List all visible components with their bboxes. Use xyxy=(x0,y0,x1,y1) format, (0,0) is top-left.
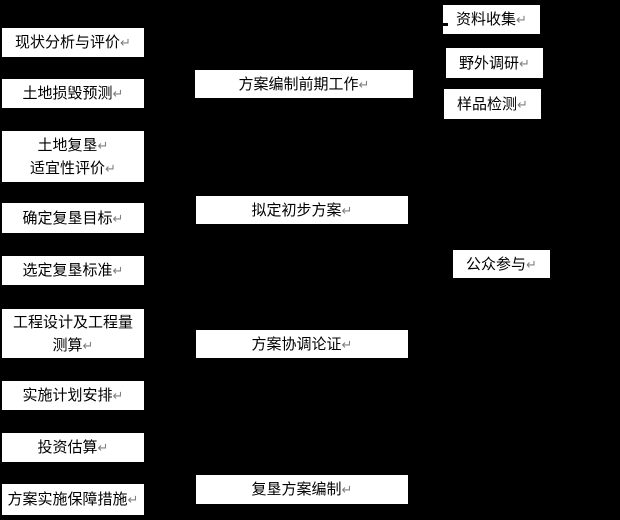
flow-box-data-collection: 资料收集↵ xyxy=(443,5,540,34)
flow-box-select-reclamation-standards: 选定复垦标准↵ xyxy=(2,256,144,285)
box-label: 方案编制前期工作 xyxy=(238,75,359,93)
box-label: 样品检测 xyxy=(457,95,518,113)
box-label: 野外调研 xyxy=(459,54,520,72)
box-label: 资料收集 xyxy=(456,11,517,28)
paragraph-return-mark: ↵ xyxy=(105,160,116,176)
paragraph-return-mark: ↵ xyxy=(519,55,530,71)
box-label: 公众参与 xyxy=(466,255,527,273)
box-label: 复垦方案编制 xyxy=(251,481,342,498)
box-label: 测算 xyxy=(52,336,83,354)
paragraph-return-mark: ↵ xyxy=(127,492,139,507)
flow-box-reclamation-suitability-evaluation: 土地复垦↵ 适宜性评价↵ xyxy=(2,131,144,182)
box-label: 适宜性评价 xyxy=(30,159,106,177)
paragraph-return-mark: ↵ xyxy=(112,210,124,226)
paragraph-return-mark: ↵ xyxy=(516,12,527,27)
flow-box-reclamation-plan-compilation: 复垦方案编制↵ xyxy=(196,475,408,504)
box-label: 土地复垦 xyxy=(37,136,98,154)
flow-box-determine-reclamation-goals: 确定复垦目标↵ xyxy=(2,203,144,233)
box-label: 现状分析与评价 xyxy=(15,34,121,51)
paragraph-return-mark: ↵ xyxy=(120,35,131,50)
box-label: 实施计划安排 xyxy=(22,387,113,404)
flow-box-implementation-guarantee-measures: 方案实施保障措施↵ xyxy=(2,484,144,515)
flow-box-land-damage-prediction: 土地损毁预测↵ xyxy=(2,79,144,108)
box-label: 拟定初步方案 xyxy=(251,201,342,219)
flow-box-engineering-design-quantity: 工程设计及工程量 测算↵ xyxy=(2,309,144,358)
box-label: 投资估算 xyxy=(37,439,98,456)
flow-box-implementation-schedule: 实施计划安排↵ xyxy=(2,381,144,410)
paragraph-return-mark: ↵ xyxy=(526,256,537,272)
box-label: 工程设计及工程量 xyxy=(12,313,133,331)
flow-box-status-analysis-evaluation: 现状分析与评价↵ xyxy=(2,28,144,57)
paragraph-return-mark: ↵ xyxy=(341,202,353,218)
paragraph-return-mark: ↵ xyxy=(97,137,109,153)
paragraph-return-mark: ↵ xyxy=(341,336,353,352)
box-label: 方案实施保障措施 xyxy=(7,491,128,508)
paragraph-return-mark: ↵ xyxy=(341,482,353,497)
paragraph-return-mark: ↵ xyxy=(97,440,109,455)
paragraph-return-mark: ↵ xyxy=(112,263,124,278)
box-label: 方案协调论证 xyxy=(251,335,342,353)
box-label: 选定复垦标准 xyxy=(22,262,113,279)
flow-box-public-participation: 公众参与↵ xyxy=(453,250,550,278)
flow-box-draft-preliminary-plan: 拟定初步方案↵ xyxy=(196,196,408,224)
connector-line-remnant xyxy=(441,23,448,26)
flow-box-field-survey: 野外调研↵ xyxy=(446,48,543,78)
paragraph-return-mark: ↵ xyxy=(358,76,370,92)
flow-box-investment-estimate: 投资估算↵ xyxy=(2,433,144,462)
flow-box-preliminary-work: 方案编制前期工作↵ xyxy=(195,70,413,98)
paragraph-return-mark: ↵ xyxy=(112,388,124,403)
box-label: 土地损毁预测 xyxy=(22,85,113,102)
flow-box-sample-testing: 样品检测↵ xyxy=(444,89,541,119)
box-label: 确定复垦目标 xyxy=(22,209,113,227)
paragraph-return-mark: ↵ xyxy=(517,96,528,112)
paragraph-return-mark: ↵ xyxy=(112,86,124,101)
flow-box-plan-coordination-demonstration: 方案协调论证↵ xyxy=(196,330,408,358)
paragraph-return-mark: ↵ xyxy=(82,337,94,353)
